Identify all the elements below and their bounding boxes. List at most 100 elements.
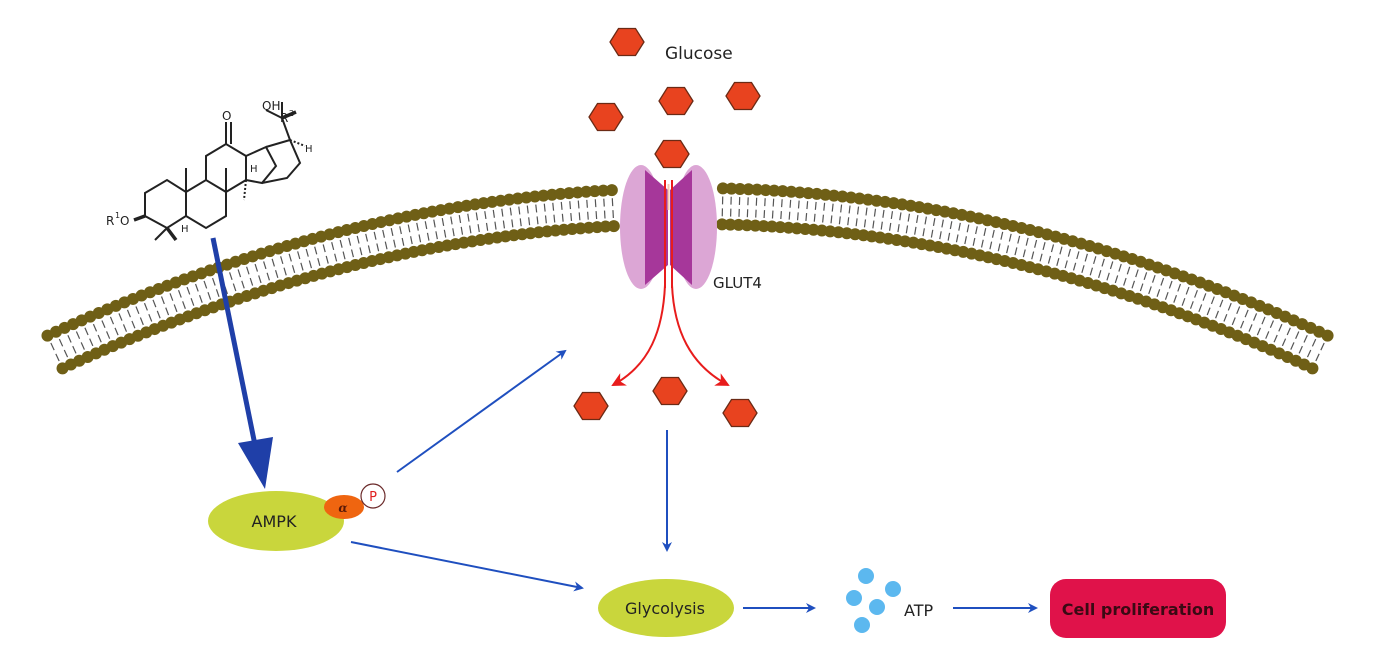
lipid-tail (1081, 265, 1085, 274)
lipid-tail (1281, 338, 1287, 347)
glucose-hexagon (609, 27, 645, 57)
lipid-tail (941, 219, 944, 228)
lipid-tail (569, 201, 572, 210)
lipid-tail (511, 219, 514, 228)
lipid-tail (1076, 251, 1080, 260)
lipid-tail (830, 215, 833, 224)
lipid-tail (485, 222, 489, 231)
lipid-tail (186, 286, 191, 295)
lipid-tail (101, 320, 106, 328)
lipid-head (716, 182, 729, 195)
lipid-tail (305, 248, 309, 257)
lipid-tail (484, 211, 487, 220)
lipid-tail (1034, 239, 1038, 248)
lipid-tail (796, 212, 799, 221)
lipid-tail (1131, 280, 1136, 289)
ring-d (245, 145, 278, 185)
lipid-tail (1156, 289, 1161, 297)
lipid-tail (97, 334, 102, 343)
lipid-tail (215, 289, 220, 297)
o-bond (133, 214, 146, 222)
lipid-head (563, 187, 576, 200)
lipid-tail (535, 204, 538, 213)
lipid-tail (131, 320, 136, 329)
lipid-tail (1064, 260, 1068, 269)
lipid-tail (424, 221, 428, 230)
ampk-ellipse (208, 491, 344, 551)
lipid-head (1306, 362, 1319, 375)
lipid-head (734, 182, 747, 195)
lipid-head (1321, 329, 1334, 342)
lipid-tail (813, 213, 816, 222)
lipid-tail (203, 280, 208, 289)
glucose-hexagon (725, 81, 761, 111)
lipid-tail (1022, 249, 1026, 258)
lipid-tail (888, 222, 892, 231)
lipid-tail (873, 208, 877, 217)
glucose-influx-arrow-left (611, 284, 666, 386)
lipid-head (768, 184, 781, 197)
glut4-right-inner (670, 170, 692, 285)
phosphate-label: P (369, 490, 377, 505)
glut4-transporter (620, 165, 717, 289)
lipid-tail (595, 211, 598, 220)
glucose-hexagon (573, 391, 609, 421)
lipid-tail (922, 228, 925, 237)
lipid-tail (1236, 306, 1241, 315)
lipid-tail (528, 217, 531, 226)
lipid-tail (1050, 244, 1055, 253)
lipid-tail (475, 212, 479, 221)
lipid-tail (72, 345, 77, 354)
lipid-tail (1126, 266, 1131, 275)
lipid-tail (194, 283, 199, 292)
lipid-tail (1189, 301, 1194, 309)
lipid-tail (855, 218, 858, 227)
lipid-tail (972, 237, 976, 246)
lipid-tail (975, 226, 978, 235)
lipid-tail (838, 216, 841, 225)
lipid-tail (848, 205, 851, 214)
lipid-tail (880, 221, 883, 230)
lipid-tail (897, 224, 900, 233)
lipid-head (588, 185, 601, 198)
lipid-tail (781, 199, 783, 208)
lipid-tail (1173, 294, 1178, 303)
lipid-tail (89, 338, 94, 347)
lipid-tail (314, 246, 318, 255)
lipid-tail (118, 313, 123, 321)
lipid-tail (169, 293, 174, 301)
lipid-tail (266, 272, 271, 281)
lipid-tail (1135, 269, 1139, 278)
lipid-tail (348, 237, 352, 246)
lipid-tail (458, 215, 462, 224)
lipid-tail (1017, 235, 1021, 244)
glycolysis-node: Glycolysis (598, 579, 734, 637)
lipid-tail (949, 221, 953, 230)
lipid-tail (1278, 323, 1283, 332)
glucose-label: Glucose (665, 44, 733, 64)
lipid-tail (80, 342, 85, 350)
glucose-hexagon (658, 86, 694, 116)
lipid-tail (1118, 263, 1122, 272)
lipid-tail (325, 255, 329, 264)
lipid-tail (577, 200, 580, 209)
o-label: O (120, 214, 129, 228)
cell-proliferation-label: Cell proliferation (1062, 600, 1214, 619)
lipid-tail (1106, 272, 1110, 281)
lipid-tail (67, 335, 72, 343)
lipid-head (605, 184, 618, 197)
lipid-tail (1231, 317, 1236, 326)
lipid-tail (84, 327, 89, 336)
lipid-tail (914, 226, 917, 235)
lipid-tail (426, 232, 430, 241)
glycolysis-label: Glycolysis (625, 599, 705, 618)
lipid-tail (1265, 331, 1270, 339)
lipid-tail (1273, 334, 1278, 343)
lipid-tail (1181, 298, 1186, 306)
lipid-tail (1303, 335, 1308, 343)
lipid-tail (1139, 283, 1144, 292)
lipid-tail (570, 213, 573, 222)
lipid-tail (1148, 286, 1152, 295)
lipid-tail (1039, 253, 1043, 262)
